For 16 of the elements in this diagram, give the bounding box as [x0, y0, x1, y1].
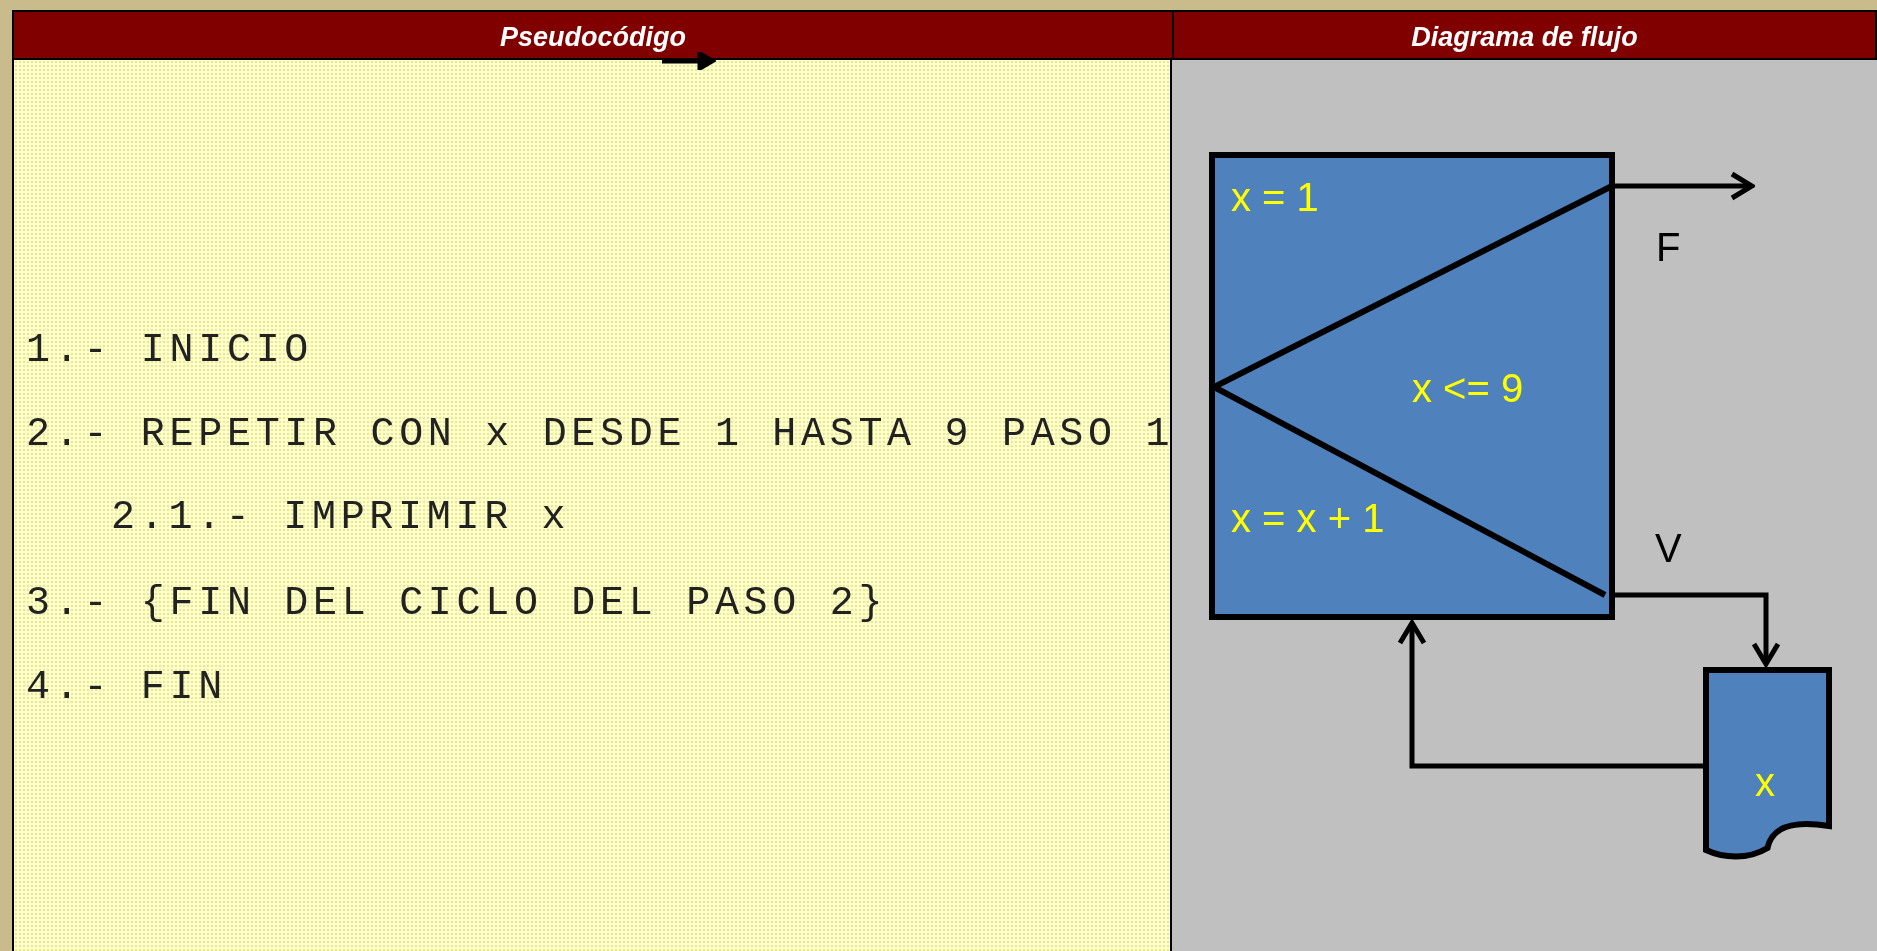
condition-text: x <= 9 [1412, 365, 1524, 411]
loop-symbol [1209, 152, 1615, 620]
pseudocode-line: 2.1.- IMPRIMIR x [111, 495, 571, 541]
pseudocode-line: 3.- {FIN DEL CICLO DEL PASO 2} [26, 581, 888, 627]
column-header: Pseudocódigo [12, 10, 1174, 60]
column-header: Diagrama de flujo [1172, 10, 1877, 60]
output-text: x [1755, 759, 1775, 805]
pseudocode-line: 4.- FIN [26, 665, 227, 711]
arrow [1615, 592, 1781, 667]
document-symbol [1703, 667, 1832, 862]
arrow [1615, 171, 1755, 201]
pseudocode-line: 2.- REPETIR CON x DESDE 1 HASTA 9 PASO 1 [26, 412, 1175, 458]
pseudocode-line: 1.- INICIO [26, 328, 314, 374]
arrow [1397, 620, 1703, 769]
init-text: x = 1 [1231, 174, 1319, 220]
increment-text: x = x + 1 [1231, 495, 1385, 541]
